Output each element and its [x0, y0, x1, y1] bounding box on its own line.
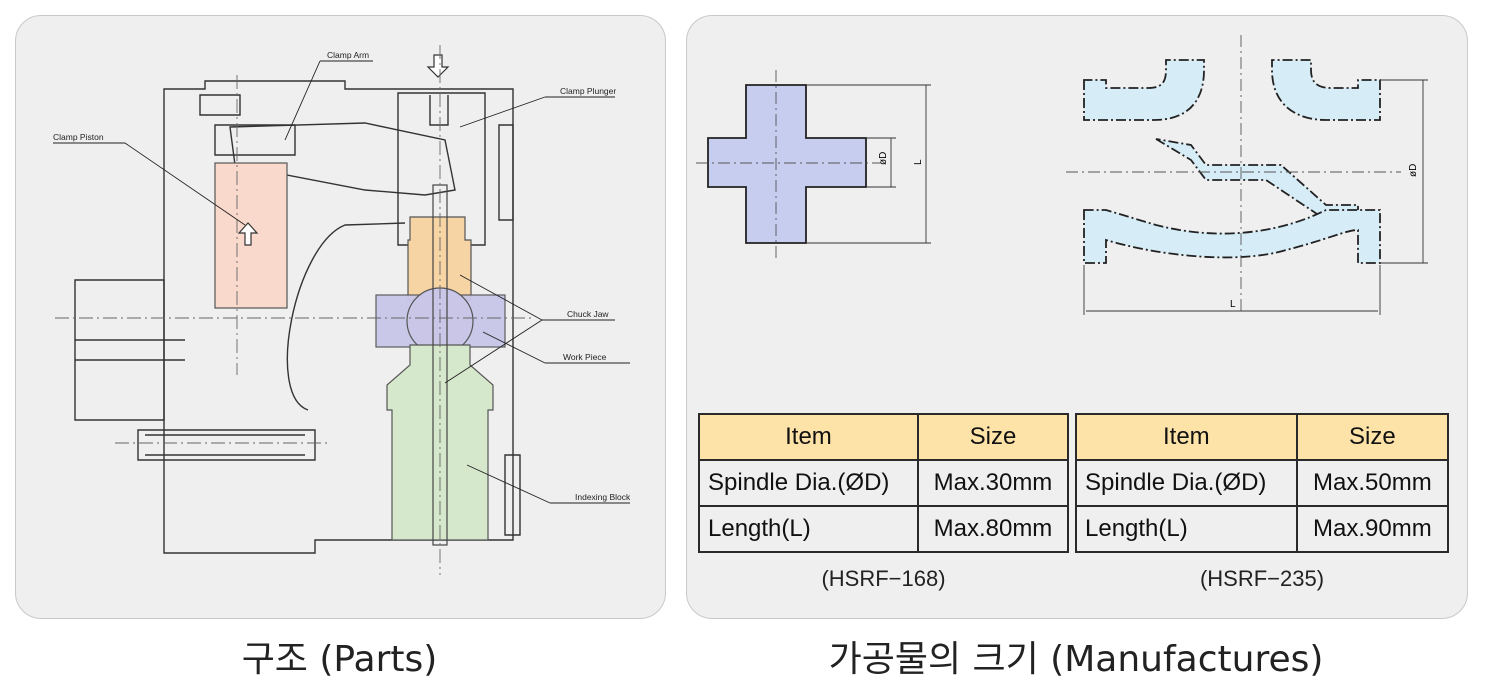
cross-workpiece — [707, 84, 867, 244]
table-row: Spindle Dia.(ØD) Max.50mm — [1075, 459, 1450, 507]
table-header-row: Item Size — [1075, 413, 1450, 461]
row-size: Max.30mm — [916, 459, 1070, 507]
body-upper-right — [1271, 59, 1381, 121]
cross-diameter-label: øD — [878, 152, 889, 165]
body-center-web — [1155, 138, 1359, 221]
spec-table-hsrf-168: Item Size Spindle Dia.(ØD) Max.30mm Leng… — [698, 413, 1070, 553]
cross-length-label: L — [913, 159, 924, 165]
header-item: Item — [1075, 413, 1298, 461]
row-item: Spindle Dia.(ØD) — [1075, 459, 1298, 507]
body-length-label: L — [1230, 299, 1236, 310]
model-label-235: (HSRF−235) — [1199, 566, 1325, 591]
label-work-piece: Work Piece — [563, 352, 607, 362]
table-header-row: Item Size — [698, 413, 1070, 461]
spec-table-hsrf-235: Item Size Spindle Dia.(ØD) Max.50mm Leng… — [1075, 413, 1450, 553]
row-size: Max.80mm — [916, 505, 1070, 553]
header-size: Size — [916, 413, 1070, 461]
body-upper-left — [1083, 59, 1205, 121]
row-size: Max.50mm — [1295, 459, 1450, 507]
label-indexing-block: Indexing Block — [575, 492, 631, 502]
body-diameter-label: øD — [1408, 164, 1419, 177]
table-row: Spindle Dia.(ØD) Max.30mm — [698, 459, 1070, 507]
left-block — [74, 279, 165, 421]
plunger-column — [397, 92, 486, 246]
body-lower — [1083, 209, 1381, 264]
housing-outline — [163, 80, 514, 554]
bottom-bolt — [137, 429, 316, 461]
label-clamp-plunger: Clamp Plunger — [560, 86, 616, 96]
row-item: Spindle Dia.(ØD) — [698, 459, 919, 507]
caption-parts: 구조 (Parts) — [241, 639, 438, 680]
caption-manufactures: 가공물의 크기 (Manufactures) — [828, 639, 1324, 680]
header-size: Size — [1295, 413, 1450, 461]
model-label-168: (HSRF−168) — [821, 566, 946, 591]
label-clamp-arm: Clamp Arm — [327, 50, 369, 60]
parts-diagram: Clamp Arm Clamp Plunger Clamp Piston Chu… — [53, 45, 631, 575]
parts-panel — [15, 15, 666, 619]
row-size: Max.90mm — [1295, 505, 1450, 553]
label-chuck-jaw: Chuck Jaw — [567, 309, 609, 319]
row-item: Length(L) — [1075, 505, 1298, 553]
table-row: Length(L) Max.80mm — [698, 505, 1070, 553]
label-clamp-piston: Clamp Piston — [53, 132, 104, 142]
header-item: Item — [698, 413, 919, 461]
table-row: Length(L) Max.90mm — [1075, 505, 1450, 553]
manufactures-diagram: øD L L øD — [696, 35, 1428, 315]
row-item: Length(L) — [698, 505, 919, 553]
